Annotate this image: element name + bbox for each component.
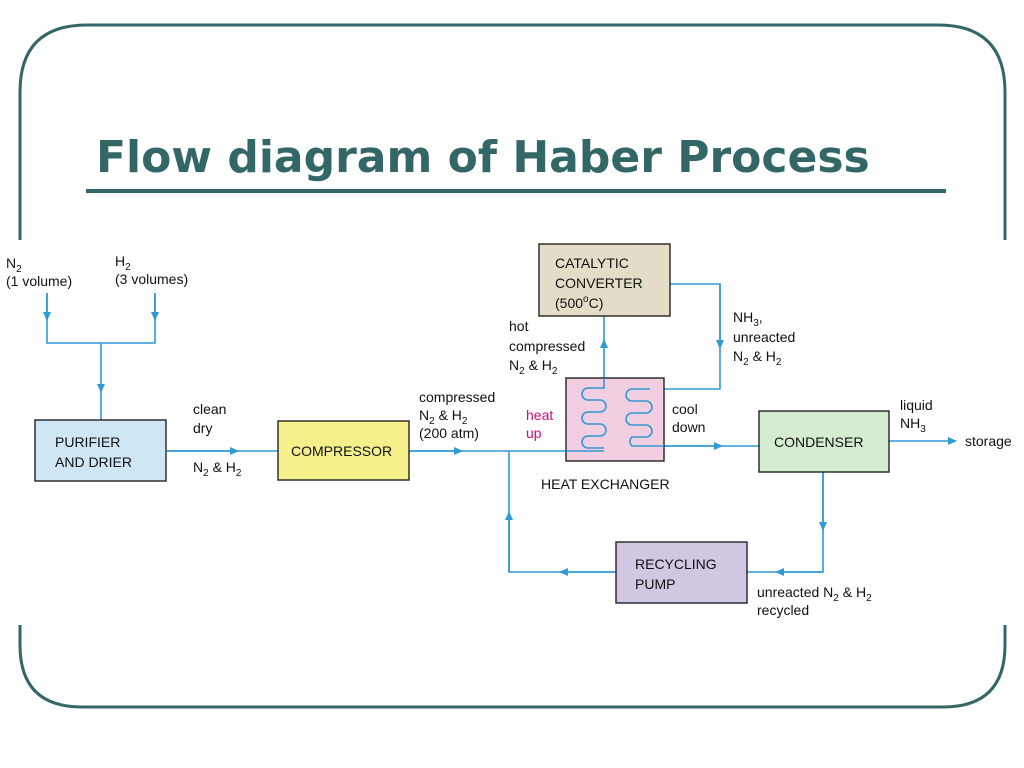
storage-label: storage [965,433,1012,449]
svg-text:cool: cool [672,401,698,417]
svg-text:compressed: compressed [509,338,585,354]
purified-gas-label: N2 & H2 [193,459,242,479]
svg-text:hot: hot [509,318,529,334]
svg-text:N2 & H2: N2 & H2 [509,357,558,377]
svg-text:unreacted: unreacted [733,329,795,345]
catalytic-label-line2: CONVERTER [555,275,643,291]
svg-text:(200 atm): (200 atm) [419,425,479,441]
svg-text:NH3,: NH3, [733,309,763,329]
catalytic-label-line3: (500oC) [555,294,603,311]
svg-text:up: up [526,425,542,441]
svg-text:N2 & H2: N2 & H2 [419,407,468,427]
svg-text:(3 volumes): (3 volumes) [115,271,188,287]
slide-frame-top [18,23,1007,240]
svg-text:(1 volume): (1 volume) [6,273,72,289]
purifier-label-line1: PURIFIER [55,434,120,450]
heat-exchanger-box: HEAT EXCHANGER [541,377,670,492]
svg-text:heat: heat [526,407,553,423]
pump-label-line2: PUMP [635,576,675,592]
page-title: Flow diagram of Haber Process [96,132,870,183]
heat-exchanger-coil-right [625,388,664,447]
clean-dry-label: clean dry [193,401,226,436]
recycling-pump-box: RECYCLING PUMP [615,541,748,604]
compressor-label: COMPRESSOR [291,443,392,459]
cool-down-label: cool down [672,401,705,435]
svg-text:clean: clean [193,401,226,417]
svg-text:H2: H2 [115,253,131,273]
n2-input-label: N2 (1 volume) [6,255,72,289]
svg-text:NH3: NH3 [900,415,926,435]
flow-lines [43,283,957,576]
compressed-gas-label: compressed N2 & H2 (200 atm) [419,389,495,441]
catalytic-converter-box: CATALYTIC CONVERTER (500oC) [538,243,671,317]
heat-exchanger-caption: HEAT EXCHANGER [541,476,670,492]
heat-up-label: heat up [526,407,553,441]
catalytic-label-line1: CATALYTIC [555,255,629,271]
condenser-label: CONDENSER [774,434,863,450]
pump-label-line1: RECYCLING [635,556,717,572]
svg-text:N2: N2 [6,255,22,275]
svg-text:recycled: recycled [757,602,809,618]
h2-input-label: H2 (3 volumes) [115,253,188,287]
svg-text:compressed: compressed [419,389,495,405]
compressor-box: COMPRESSOR [277,420,410,481]
nh3-unreacted-label: NH3, unreacted N2 & H2 [733,309,795,368]
purifier-label-line2: AND DRIER [55,454,132,470]
hot-compressed-label: hot compressed N2 & H2 [509,318,585,377]
svg-text:unreacted N2 & H2: unreacted N2 & H2 [757,584,872,604]
recycled-label: unreacted N2 & H2 recycled [757,584,872,618]
svg-text:N2 & H2: N2 & H2 [733,348,782,368]
heat-exchanger-coil-left [581,378,607,449]
svg-text:dry: dry [193,420,212,436]
purifier-and-drier-box: PURIFIER AND DRIER [34,419,167,482]
liquid-nh3-label: liquid NH3 [900,397,933,435]
slide-frame-bottom [18,625,1007,709]
svg-text:down: down [672,419,705,435]
condenser-box: CONDENSER [758,410,890,473]
svg-text:liquid: liquid [900,397,933,413]
